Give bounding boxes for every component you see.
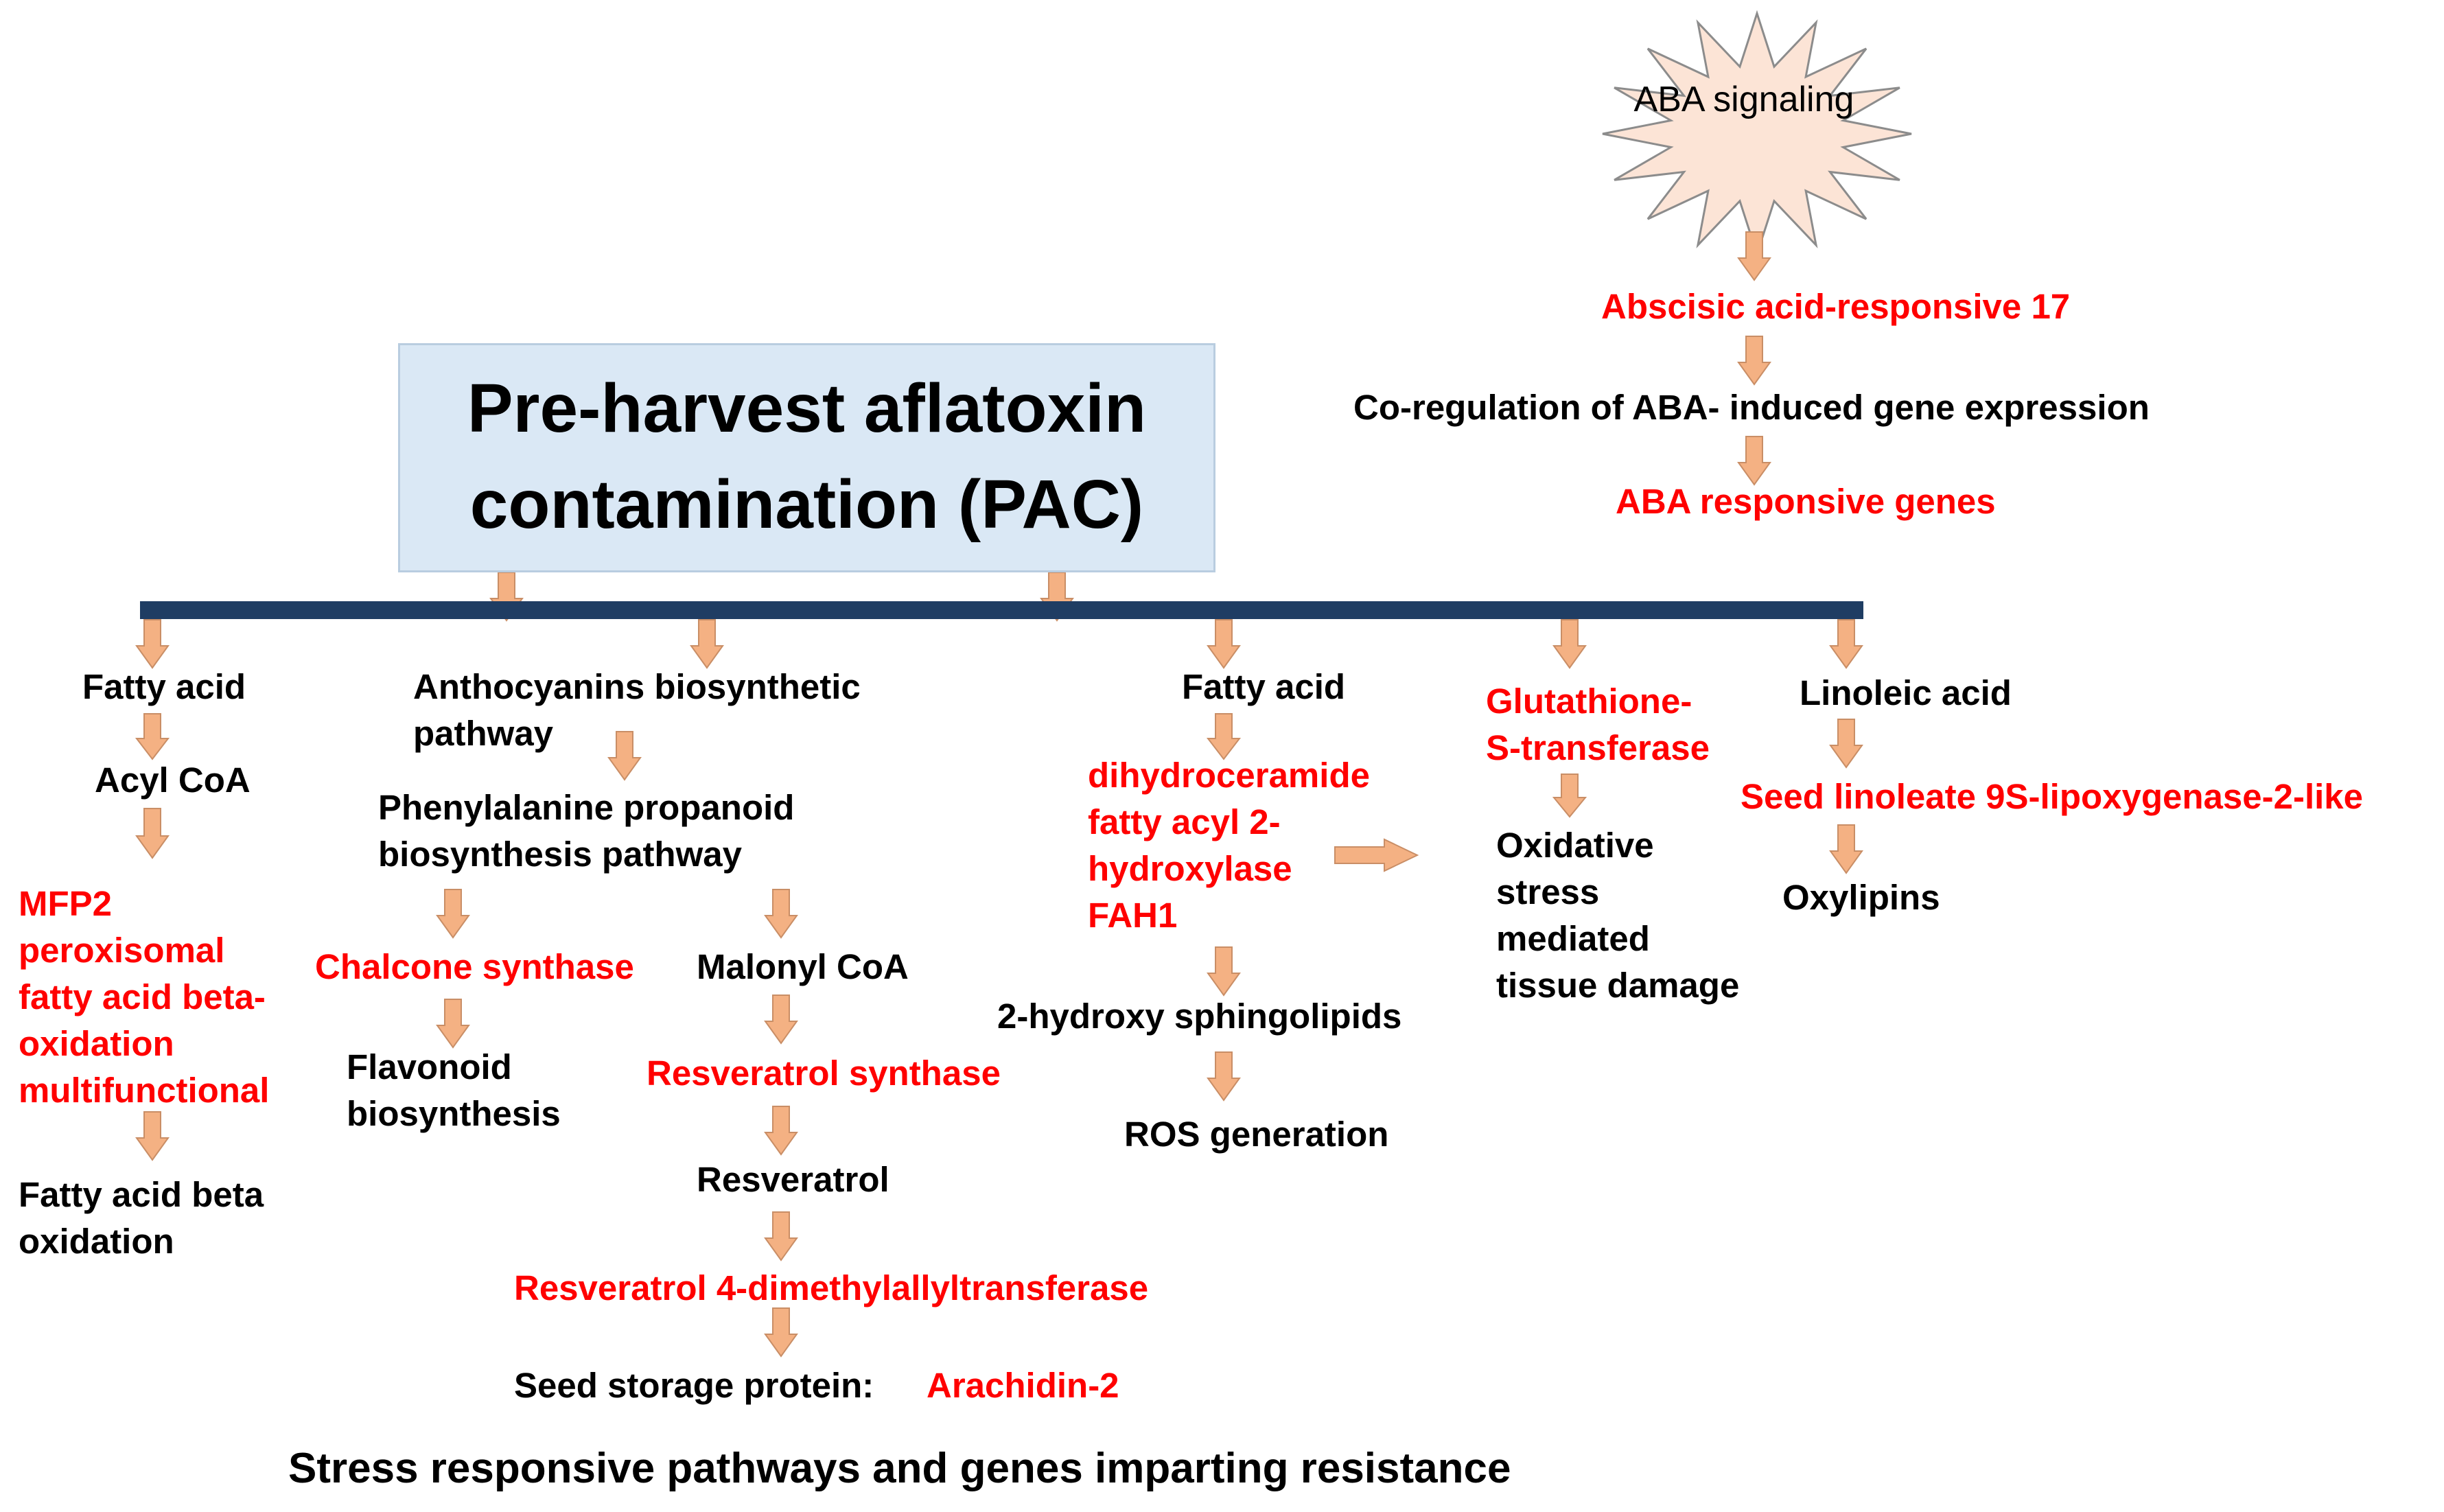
- arrow-linoleic-to-lipoxygenase: [1829, 719, 1863, 769]
- arrow-lipoxygenase-to-oxylipins: [1829, 824, 1863, 874]
- arrow-chalcone-to-flavonoid: [436, 999, 470, 1049]
- col2-malonyl-coa: Malonyl CoA: [697, 947, 909, 986]
- col4-gst-line2: S-transferase: [1486, 728, 1710, 767]
- col1-mfp2-line1: MFP2: [19, 884, 113, 923]
- col3-ros-generation: ROS generation: [1124, 1115, 1389, 1154]
- col3-fah-line3: hydroxylase: [1088, 849, 1292, 888]
- arrow-bar-to-col4: [1552, 619, 1587, 669]
- col2-arachidin: Arachidin-2: [927, 1366, 1119, 1405]
- col3-fah-line2: fatty acyl 2-: [1088, 802, 1281, 841]
- arrow-acyl-coa-to-mfp2: [135, 808, 170, 859]
- col3-fah-line1: dihydroceramide: [1088, 756, 1370, 795]
- col5-linoleic-acid: Linoleic acid: [1800, 673, 2012, 712]
- arrow-transferase-to-seed-storage: [764, 1307, 798, 1358]
- col3-fatty-acid: Fatty acid: [1182, 667, 1346, 706]
- col2-resveratrol-synthase: Resveratrol synthase: [647, 1054, 1001, 1093]
- col5-oxylipins: Oxylipins: [1782, 878, 1940, 917]
- arrow-coregulation-to-genes: [1737, 436, 1771, 486]
- footer-caption: Stress responsive pathways and genes imp…: [288, 1445, 1511, 1492]
- aba-signaling-label: ABA signaling: [1633, 80, 1854, 119]
- col4-oxidative-line3: mediated: [1496, 919, 1650, 958]
- arrow-gst-to-oxidative: [1552, 774, 1587, 818]
- col4-oxidative-line1: Oxidative: [1496, 826, 1654, 865]
- col2-phenylalanine-line1: Phenylalanine propanoid: [378, 788, 795, 827]
- arrow-fatty-acid-to-acyl-coa: [135, 713, 170, 760]
- col4-oxidative-line4: tissue damage: [1496, 966, 1740, 1005]
- col3-fah-line4: FAH1: [1088, 896, 1178, 935]
- col2-phenylalanine-line2: biosynthesis pathway: [378, 835, 742, 874]
- col1-mfp2-line2: peroxisomal: [19, 931, 225, 970]
- col4-oxidative-line2: stress: [1496, 872, 1600, 911]
- coregulation-text: Co-regulation of ABA- induced gene expre…: [1353, 388, 2150, 427]
- arrow-phenylalanine-to-malonyl: [764, 889, 798, 939]
- arrow-bar-to-col2: [690, 619, 724, 669]
- col1-acyl-coa: Acyl CoA: [95, 760, 251, 800]
- col1-beta-line1: Fatty acid beta: [19, 1175, 264, 1214]
- col1-fatty-acid: Fatty acid: [82, 667, 246, 706]
- col1-mfp2-line4: oxidation: [19, 1024, 174, 1063]
- abscisic-acid-gene: Abscisic acid-responsive 17: [1601, 287, 2071, 326]
- title-text: Pre-harvest aflatoxin contamination (PAC…: [467, 370, 1147, 543]
- arrow-abscisic-to-coregulation: [1737, 336, 1771, 386]
- col1-mfp2-line3: fatty acid beta-: [19, 977, 266, 1016]
- col2-resveratrol: Resveratrol: [697, 1160, 889, 1199]
- aba-responsive-genes: ABA responsive genes: [1616, 482, 1996, 521]
- col2-anthocyanins-line2: pathway: [413, 714, 554, 753]
- col3-sphingolipids: 2-hydroxy sphingolipids: [997, 997, 1402, 1036]
- arrow-mfp2-to-beta-oxidation: [135, 1111, 170, 1161]
- col2-chalcone-synthase: Chalcone synthase: [315, 947, 634, 986]
- arrow-sphingolipids-to-ros: [1207, 1051, 1241, 1102]
- arrow-resveratrol-to-transferase: [764, 1211, 798, 1261]
- col2-flavonoid-line1: Flavonoid: [347, 1047, 512, 1086]
- col1-beta-line2: oxidation: [19, 1222, 174, 1261]
- arrow-fah1-to-oxidative: [1334, 838, 1419, 872]
- col2-anthocyanins-line1: Anthocyanins biosynthetic: [413, 667, 861, 706]
- arrow-bar-to-col5: [1829, 619, 1863, 669]
- title-box: [398, 343, 1215, 572]
- arrow-fatty-acid-to-fah1: [1206, 713, 1242, 760]
- arrow-bar-to-col1: [135, 619, 170, 669]
- branch-bar: [140, 601, 1863, 619]
- arrow-bar-to-col3: [1207, 619, 1241, 669]
- col1-mfp2-line5: multifunctional: [19, 1071, 270, 1110]
- arrow-anthocyanins-to-phenylalanine: [607, 731, 642, 781]
- col5-lipoxygenase: Seed linoleate 9S-lipoxygenase-2-like: [1741, 777, 2364, 816]
- aba-starburst: [1602, 10, 1912, 258]
- arrow-fah1-to-sphingolipids: [1207, 946, 1241, 997]
- arrow-aba-to-abscisic: [1737, 231, 1771, 281]
- col2-seed-storage-protein: Seed storage protein:: [514, 1366, 874, 1405]
- arrow-synthase-to-resveratrol: [764, 1106, 798, 1156]
- arrow-phenylalanine-to-chalcone: [436, 889, 470, 939]
- col4-gst-line1: Glutathione-: [1486, 682, 1692, 721]
- col2-flavonoid-line2: biosynthesis: [347, 1094, 561, 1133]
- col2-resveratrol-transferase: Resveratrol 4-dimethylallyltransferase: [514, 1268, 1149, 1307]
- arrow-malonyl-to-resveratrol-synthase: [764, 995, 798, 1045]
